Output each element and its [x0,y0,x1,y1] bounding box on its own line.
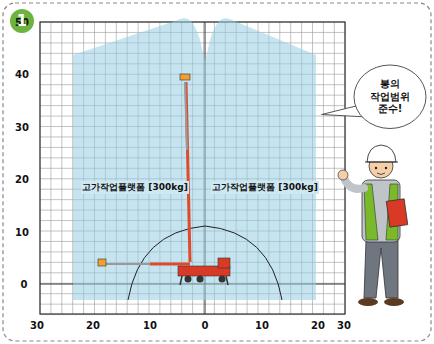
vertical-boom [186,82,190,262]
bubble-text: 봉의 작업범위 준수! [365,78,415,116]
axis-value: 0 [202,320,209,331]
step-number: 1 [10,9,34,33]
grid-line [40,304,345,305]
axis-value: 40 [15,69,29,80]
speech-bubble: 봉의 작업범위 준수! [354,65,426,129]
boom-tip [185,82,187,150]
range-envelope [73,18,316,300]
wheel [185,276,192,283]
area-label: 고가작업플랫폼 [300kg] [81,181,189,194]
platform-top [180,74,190,80]
platform-side [98,259,106,266]
axis-value: 10 [15,227,29,238]
bubble-join [364,105,370,116]
inner-range-arc [128,226,282,300]
working-range-area-shape [73,15,316,300]
axis-value: 0 [21,279,28,290]
axis-value: 10 [143,320,157,331]
axis-value: 30 [337,320,351,331]
axis-value: 20 [311,320,325,331]
truck-cab [218,258,230,268]
outrigger [180,276,182,285]
axis-value: 30 [15,122,29,133]
horizontal-boom-tip [104,263,150,265]
wheel [219,276,226,283]
dashed-frame [3,3,431,341]
axis-value: 30 [30,320,44,331]
badge-circle [10,9,34,33]
working-range-area: 고가작업플랫폼 [300kg] 고가작업플랫폼 [300kg] [73,15,316,300]
wheel [197,276,204,283]
outrigger [226,276,228,285]
axis-value: 20 [15,174,29,185]
horizontal-boom [150,263,190,266]
step-badge: 1 [10,9,34,33]
axis-value: 20 [86,320,100,331]
axis-value: 10 [255,320,269,331]
area-label: 고가작업플랫폼 [300kg] [211,181,319,194]
bubble-outline [354,65,426,129]
worker-figure [338,145,408,306]
